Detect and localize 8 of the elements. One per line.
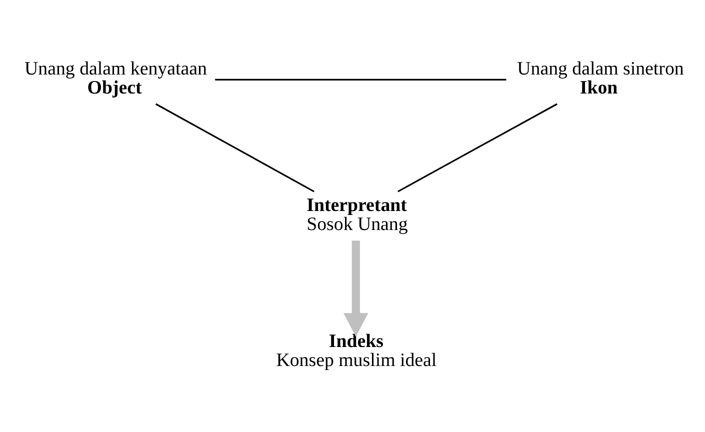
node-text: Indeks Konsep muslim ideal bbox=[276, 331, 437, 372]
connector bbox=[215, 78, 506, 80]
connector bbox=[398, 103, 558, 192]
node-text: Interpretant Sosok Unang bbox=[306, 194, 408, 235]
node-text: Unang dalam kenyataan Object bbox=[24, 58, 207, 98]
arrow bbox=[344, 240, 368, 337]
node-text: Unang dalam sinetron Ikon bbox=[517, 58, 684, 98]
connector bbox=[155, 103, 314, 192]
